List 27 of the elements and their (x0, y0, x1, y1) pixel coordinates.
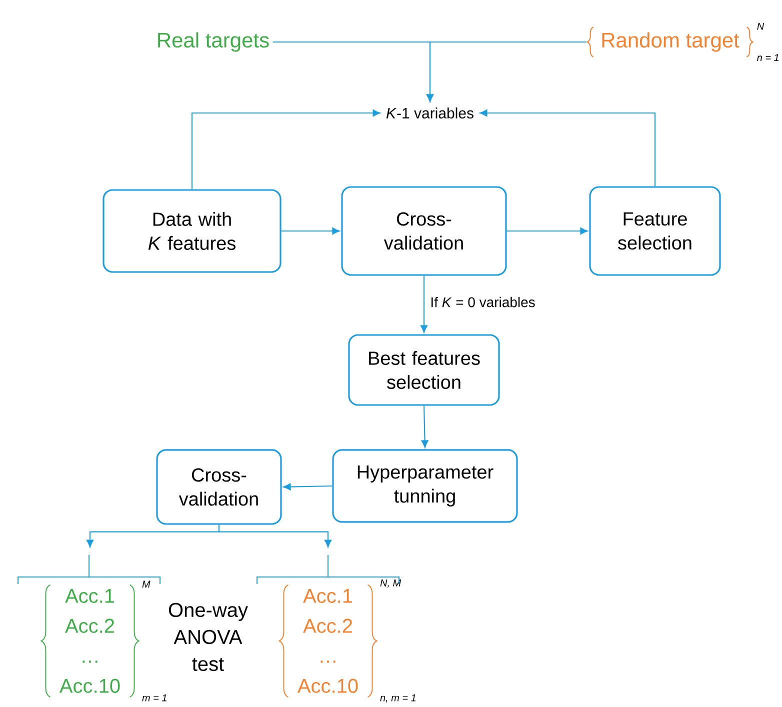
arrow (191, 110, 380, 190)
superscript-label: N (757, 22, 764, 30)
accuracy-list: Acc.1 Acc.2 … Acc.10 (278, 584, 378, 698)
process-box: Data with K features (102, 189, 282, 273)
arrow (480, 110, 656, 186)
process-box: Feature selection (589, 186, 721, 276)
target-label: Real targets (158, 32, 269, 52)
process-box: Cross-validation (341, 186, 507, 276)
arrow (506, 227, 588, 234)
process-box: Best features selection (348, 334, 500, 406)
test-label: One-way ANOVA test (168, 602, 248, 672)
arrow (421, 406, 428, 448)
variables-label: K-1 variables (386, 107, 474, 118)
arrow (420, 276, 428, 333)
subscript-label: n = 1 (757, 54, 779, 62)
arrow (281, 227, 340, 234)
subscript-label: n, m = 1 (380, 694, 416, 703)
superscript-label: M (142, 580, 150, 588)
arrow (426, 41, 586, 102)
arrow (283, 483, 332, 490)
braced-text: Random target (586, 26, 754, 58)
edge-label: If K = 0 variables (428, 294, 538, 310)
process-box: Cross-validation (156, 449, 282, 525)
accuracy-list: Acc.1 Acc.2 … Acc.10 (40, 584, 140, 698)
process-box: Hyperparameter tunning (332, 449, 518, 523)
arrow (218, 524, 332, 548)
subscript-label: m = 1 (142, 694, 166, 702)
